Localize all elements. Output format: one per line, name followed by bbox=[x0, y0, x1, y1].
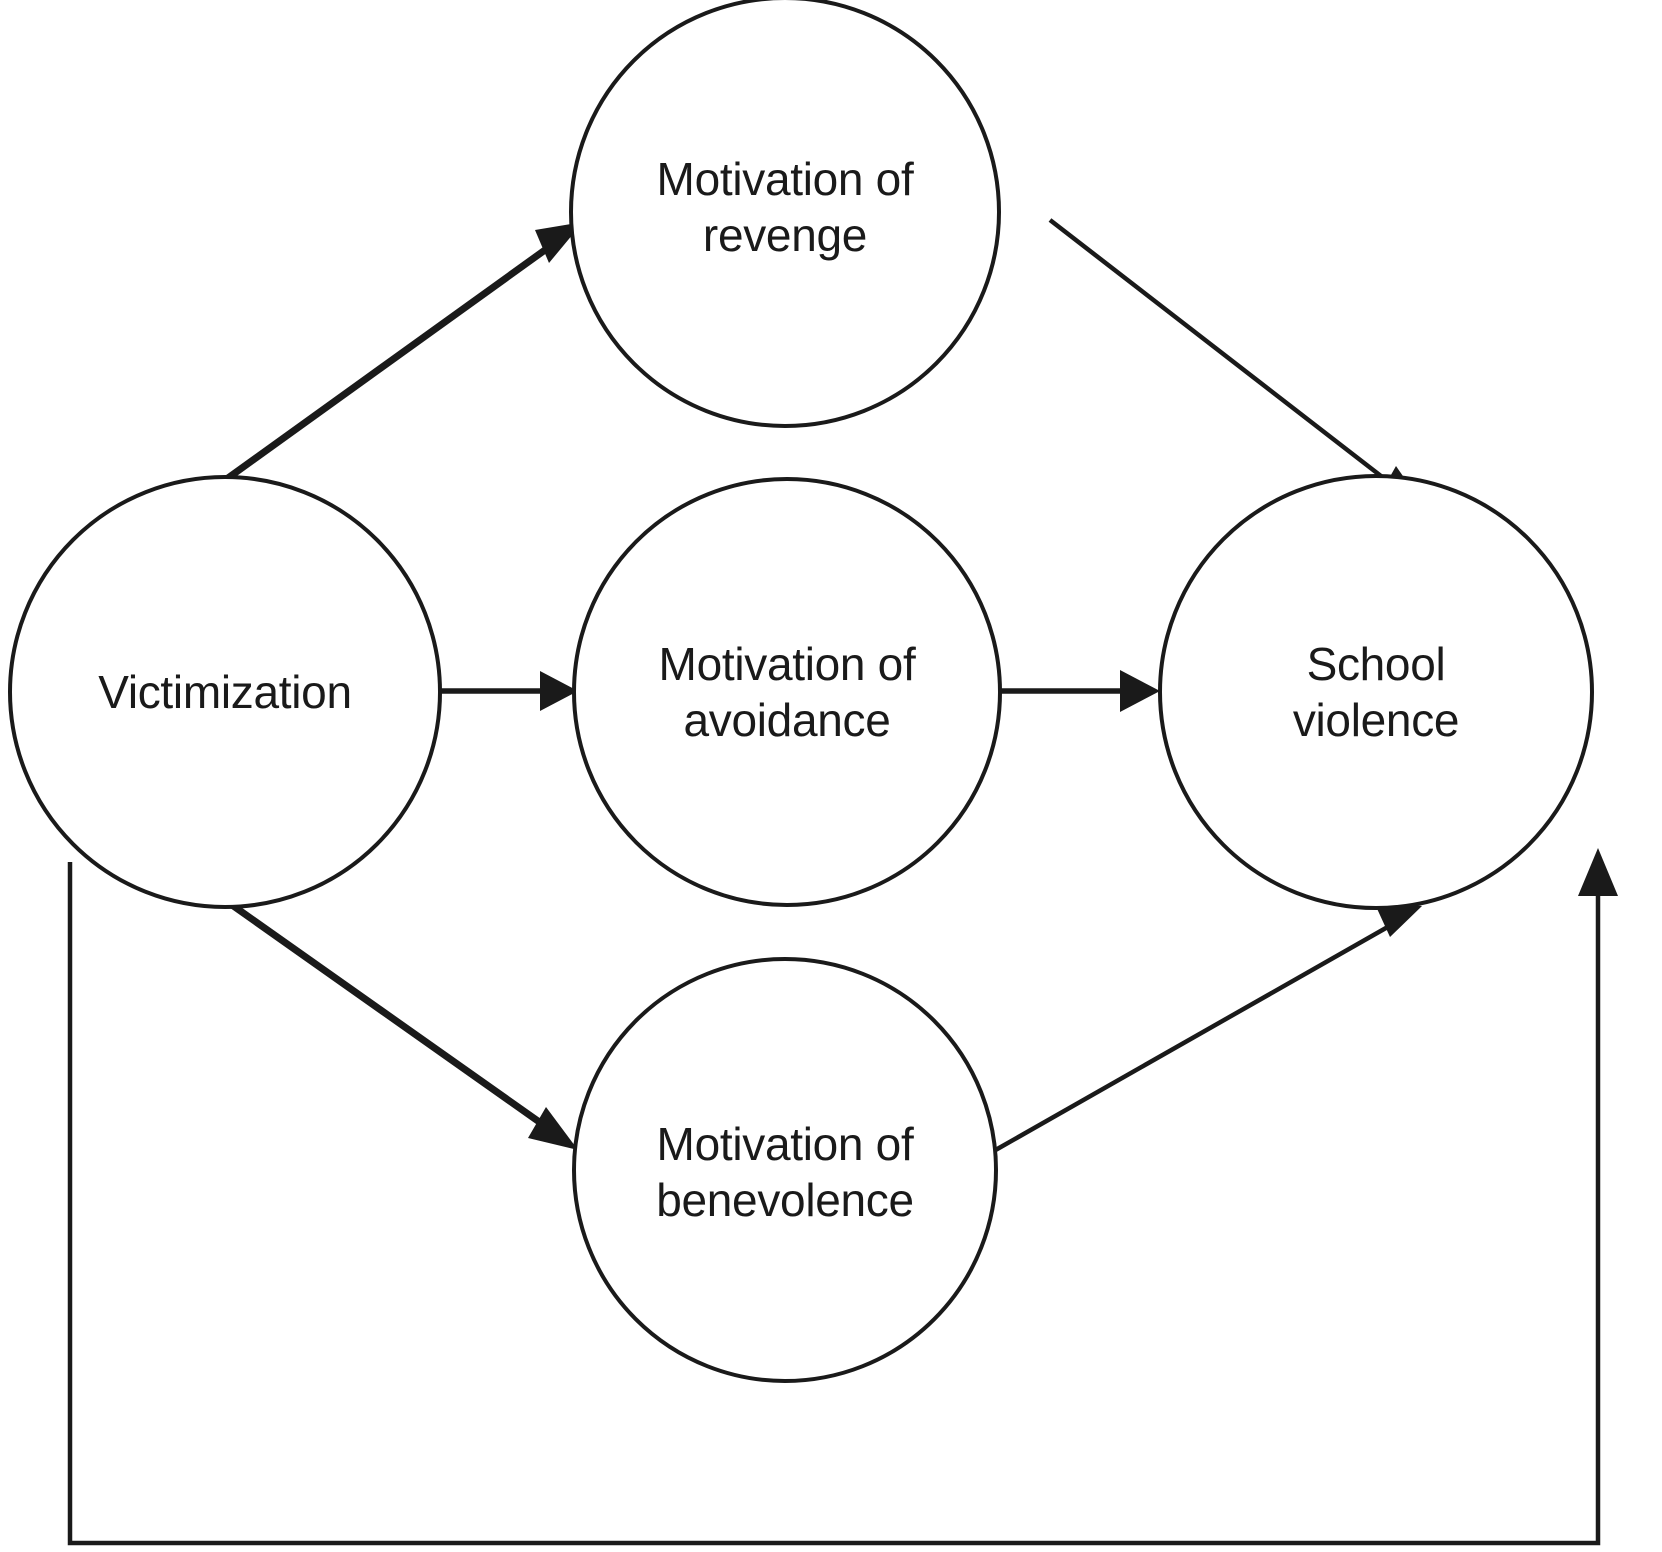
arrowhead-avoidance-in bbox=[540, 671, 578, 711]
edge-line-victimization-benevolence bbox=[229, 902, 565, 1141]
edge-revenge-to-school-violence bbox=[1048, 218, 1428, 512]
edge-benevolence-to-school-violence bbox=[990, 902, 1422, 1154]
node-motivation-of-revenge[interactable] bbox=[569, 0, 1001, 428]
arrowhead-school-violence-bottom-right bbox=[1578, 848, 1618, 896]
edge-line-victimization-revenge bbox=[225, 229, 573, 481]
edge-victimization-to-benevolence bbox=[229, 902, 578, 1150]
edge-line-revenge-school-violence bbox=[1048, 218, 1414, 502]
edge-avoidance-to-school-violence bbox=[999, 670, 1160, 712]
edge-line-victimization-school-violence bbox=[67, 862, 1601, 1546]
node-motivation-of-benevolence[interactable] bbox=[572, 957, 998, 1383]
node-motivation-of-avoidance[interactable] bbox=[572, 477, 1002, 907]
node-victimization[interactable] bbox=[8, 475, 442, 909]
edge-victimization-to-revenge bbox=[225, 222, 583, 481]
arrowhead-school-violence-left bbox=[1120, 670, 1160, 712]
edge-line-benevolence-school-violence bbox=[990, 918, 1402, 1154]
arrowhead-school-violence-bottom-left bbox=[1374, 902, 1422, 937]
edge-victimization-to-school-violence bbox=[67, 848, 1618, 1546]
edge-victimization-to-avoidance bbox=[434, 671, 578, 711]
node-school-violence[interactable] bbox=[1158, 474, 1594, 910]
arrowhead-benevolence-in bbox=[528, 1107, 578, 1150]
